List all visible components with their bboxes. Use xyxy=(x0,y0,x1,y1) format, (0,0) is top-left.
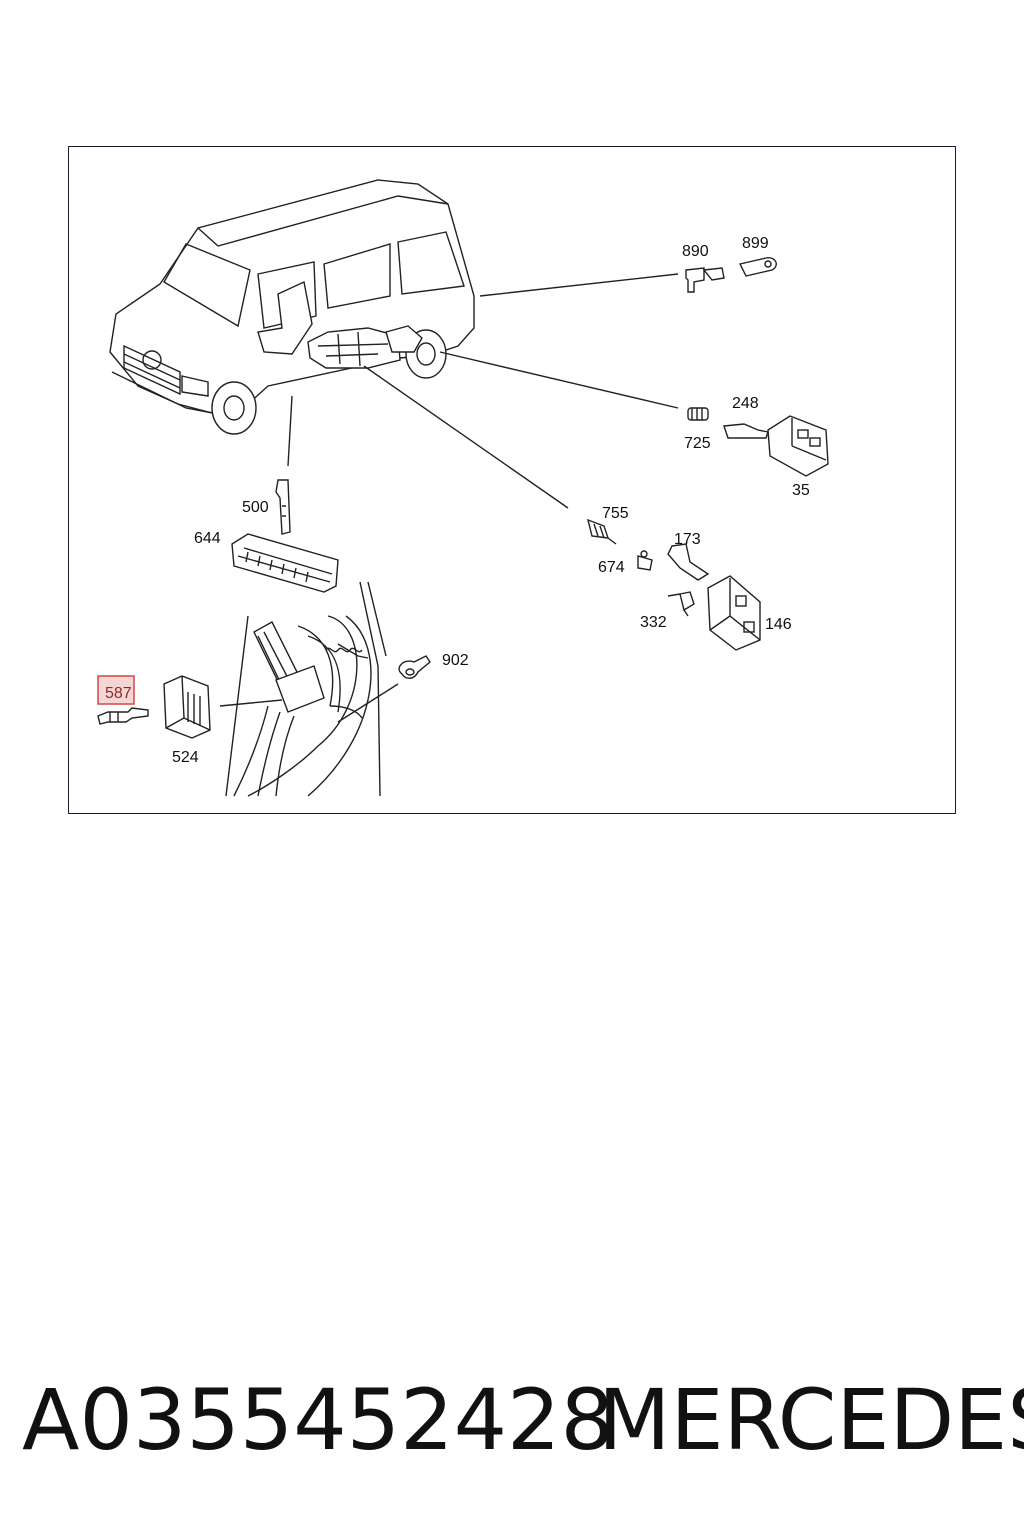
callout-902: 902 xyxy=(442,652,469,669)
terminal-890-899 xyxy=(685,257,777,293)
connector-644 xyxy=(231,533,339,593)
callout-890: 890 xyxy=(682,243,709,260)
terminal-587 xyxy=(97,707,149,725)
callout-35: 35 xyxy=(792,482,810,499)
brand-name: MERCEDES xyxy=(598,1371,1024,1469)
callout-755: 755 xyxy=(602,505,629,522)
callout-587: 587 xyxy=(105,685,132,702)
callout-146: 146 xyxy=(765,616,792,633)
connector-725-248-35 xyxy=(687,407,829,477)
callout-248: 248 xyxy=(732,395,759,412)
connector-524 xyxy=(163,675,211,739)
callout-332: 332 xyxy=(640,614,667,631)
parts-diagram: 890 899 248 725 35 500 644 755 173 674 3… xyxy=(97,179,829,797)
van-illustration xyxy=(109,179,679,509)
callout-173: 173 xyxy=(674,531,701,548)
terminal-500 xyxy=(275,479,291,535)
connector-group-755-146 xyxy=(586,518,761,651)
part-number: A0355452428 xyxy=(22,1371,614,1469)
callout-899: 899 xyxy=(742,235,769,252)
callout-725: 725 xyxy=(684,435,711,452)
callout-500: 500 xyxy=(242,499,269,516)
callout-644: 644 xyxy=(194,530,221,547)
harness-closeup xyxy=(219,581,431,797)
callout-674: 674 xyxy=(598,559,625,576)
highlight-box-587 xyxy=(97,675,135,705)
callout-524: 524 xyxy=(172,749,199,766)
footer: A0355452428 MERCEDES xyxy=(0,1360,1024,1480)
